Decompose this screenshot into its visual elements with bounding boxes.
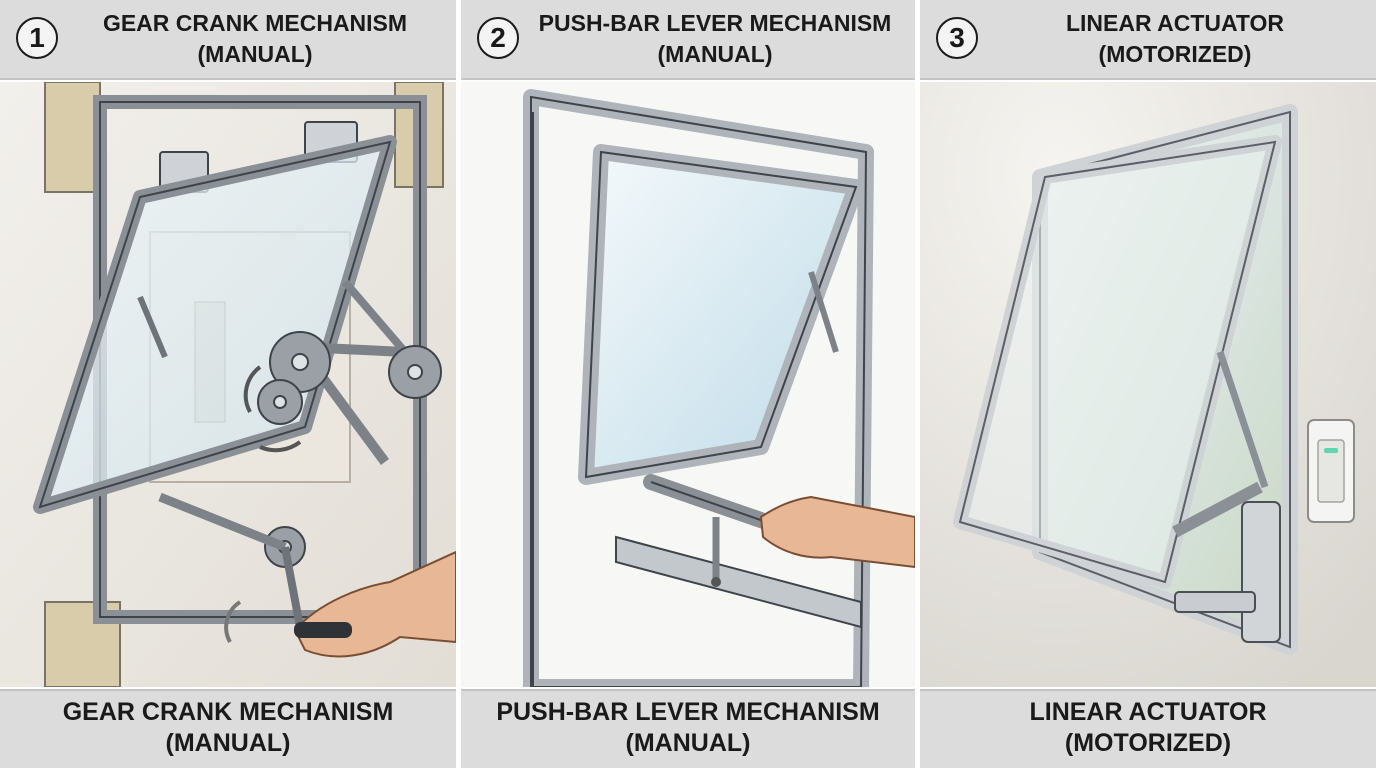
push-bar-illustration <box>461 82 915 687</box>
hand <box>759 495 915 569</box>
step-number-badge: 3 <box>936 17 978 59</box>
panel-header: 1 GEAR CRANK MECHANISM (MANUAL) <box>0 0 456 80</box>
panel-footer: GEAR CRANK MECHANISM (MANUAL) <box>0 689 456 768</box>
step-number-badge: 2 <box>477 17 519 59</box>
footer-title-line2: (MANUAL) <box>165 728 291 757</box>
wall-section-left <box>44 82 101 193</box>
gear-crank-illustration <box>0 82 456 687</box>
panel-divider <box>456 0 461 768</box>
panel-gear-crank: 1 GEAR CRANK MECHANISM (MANUAL) <box>0 0 456 768</box>
step-number-badge: 1 <box>16 17 58 59</box>
header-title-line2: (MANUAL) <box>657 41 773 67</box>
panel-header-title: PUSH-BAR LEVER MECHANISM (MANUAL) <box>523 8 907 70</box>
header-title-line1: PUSH-BAR LEVER MECHANISM <box>538 10 892 36</box>
footer-title-line1: PUSH-BAR LEVER MECHANISM <box>496 697 880 726</box>
panel-header: 3 LINEAR ACTUATOR (MOTORIZED) <box>920 0 1376 80</box>
footer-title-line2: (MOTORIZED) <box>1064 728 1232 757</box>
header-title-line1: GEAR CRANK MECHANISM <box>102 10 408 36</box>
panel-footer: PUSH-BAR LEVER MECHANISM (MANUAL) <box>461 689 915 768</box>
bottom-rail <box>615 535 862 629</box>
panel-footer-title: LINEAR ACTUATOR (MOTORIZED) <box>1029 697 1266 763</box>
panel-linear-actuator: 3 LINEAR ACTUATOR (MOTORIZED) <box>920 0 1376 768</box>
panel-push-bar: 2 PUSH-BAR LEVER MECHANISM (MANUAL) <box>461 0 915 768</box>
panel-footer-title: PUSH-BAR LEVER MECHANISM (MANUAL) <box>496 697 879 763</box>
panel-divider <box>915 0 920 768</box>
linear-actuator-illustration <box>920 82 1376 687</box>
panel-footer: LINEAR ACTUATOR (MOTORIZED) <box>920 689 1376 768</box>
panel-header-title: GEAR CRANK MECHANISM (MANUAL) <box>62 8 448 70</box>
footer-title-line1: LINEAR ACTUATOR <box>1029 697 1267 726</box>
footer-title-line2: (MANUAL) <box>625 728 751 757</box>
panel-footer-title: GEAR CRANK MECHANISM (MANUAL) <box>63 697 394 763</box>
header-title-line2: (MOTORIZED) <box>1098 41 1252 67</box>
footer-title-line1: GEAR CRANK MECHANISM <box>62 697 394 726</box>
panel-header-title: LINEAR ACTUATOR (MOTORIZED) <box>982 8 1368 70</box>
header-title-line2: (MANUAL) <box>197 41 313 67</box>
panel-header: 2 PUSH-BAR LEVER MECHANISM (MANUAL) <box>461 0 915 80</box>
gear <box>257 331 442 568</box>
linear-actuator-motor <box>1241 501 1281 643</box>
header-title-line1: LINEAR ACTUATOR <box>1065 10 1285 36</box>
